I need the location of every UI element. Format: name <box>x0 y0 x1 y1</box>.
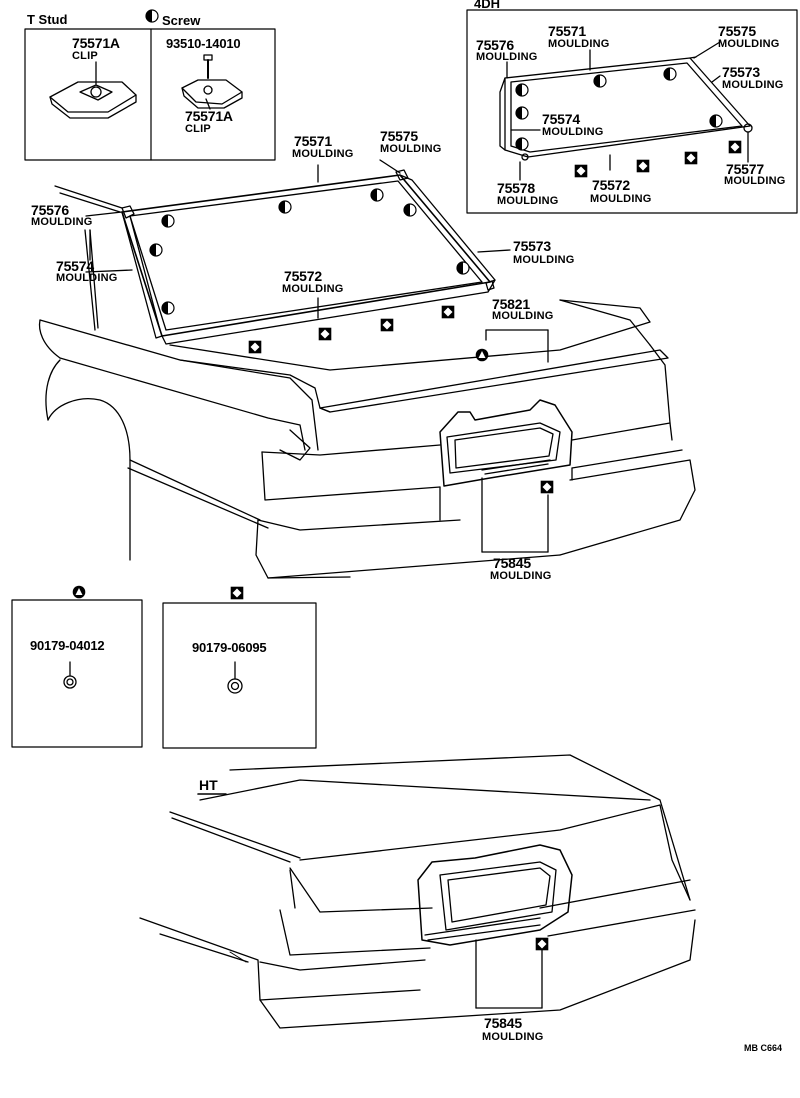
4dh-label-75572-number: 75572 <box>592 177 630 193</box>
half-circle-icon <box>370 188 384 202</box>
main-label-75572-number: 75572 <box>284 268 322 284</box>
4dh-label-75577-name: MOULDING <box>724 175 786 187</box>
4dh-label-75577-number: 75577 <box>726 161 764 177</box>
4dh-label-75571-name: MOULDING <box>548 38 610 50</box>
main-label-75571-number: 75571 <box>294 133 332 149</box>
diamond-in-square-icon <box>248 340 262 354</box>
4dh-label-75575-number: 75575 <box>718 23 756 39</box>
4dh-label-75576-name: MOULDING <box>476 51 538 63</box>
diamond-in-square-icon <box>380 318 394 332</box>
diamond-in-square-icon <box>636 159 650 173</box>
4dh-label-75573-name: MOULDING <box>722 79 784 91</box>
main-label-75574-number: 75574 <box>56 258 94 274</box>
half-circle-icon <box>403 203 417 217</box>
4dh-label-75572-name: MOULDING <box>590 193 652 205</box>
4dh-label-75578-number: 75578 <box>497 180 535 196</box>
4dh-label-75574-number: 75574 <box>542 111 580 127</box>
half-circle-icon <box>456 261 470 275</box>
4dh-label-75575-name: MOULDING <box>718 38 780 50</box>
main-label-75573-name: MOULDING <box>513 254 575 266</box>
main-label-75845-name: MOULDING <box>490 570 552 582</box>
diamond-in-square-icon <box>540 480 554 494</box>
tstud-title: T Stud <box>27 12 68 27</box>
ht-label-75845-name: MOULDING <box>482 1031 544 1043</box>
screw-title: Screw <box>162 13 201 28</box>
inset-4dh-title: 4DH <box>474 0 501 11</box>
screw-clip-part-number: 75571A <box>185 108 233 124</box>
main-label-75821-name: MOULDING <box>492 310 554 322</box>
half-circle-icon <box>278 200 292 214</box>
half-circle-icon <box>161 214 175 228</box>
diamond-in-square-icon <box>574 164 588 178</box>
diamond-in-square-icon <box>230 586 244 600</box>
ht-label-75845-number: 75845 <box>484 1015 522 1031</box>
half-circle-icon <box>515 137 529 151</box>
triangle-in-circle-icon <box>72 585 86 599</box>
screw-part-number: 93510-14010 <box>166 36 241 51</box>
main-label-75576-number: 75576 <box>31 202 69 218</box>
main-label-75573-number: 75573 <box>513 238 551 254</box>
half-circle-icon <box>149 243 163 257</box>
4dh-label-75573-number: 75573 <box>722 64 760 80</box>
main-label-75575-number: 75575 <box>380 128 418 144</box>
diagram-code: MB C664 <box>744 1043 783 1053</box>
main-label-75574-name: MOULDING <box>56 272 118 284</box>
tstud-part-name: CLIP <box>72 50 98 62</box>
4dh-label-75578-name: MOULDING <box>497 195 559 207</box>
tstud-part-number: 75571A <box>72 35 120 51</box>
half-circle-icon <box>663 67 677 81</box>
main-label-75571-name: MOULDING <box>292 148 354 160</box>
fastener-diamond-part: 90179-06095 <box>192 640 267 655</box>
diamond-in-square-icon <box>728 140 742 154</box>
half-circle-icon <box>709 114 723 128</box>
4dh-label-75576-number: 75576 <box>476 37 514 53</box>
4dh-label-75574-name: MOULDING <box>542 126 604 138</box>
clip-90179-06095-drawing <box>227 661 243 694</box>
screw-clip-part-name: CLIP <box>185 123 211 135</box>
triangle-in-circle-icon <box>475 348 489 362</box>
half-circle-icon <box>593 74 607 88</box>
main-label-75572-name: MOULDING <box>282 283 344 295</box>
4dh-label-75571-number: 75571 <box>548 23 586 39</box>
fastener-triangle-part: 90179-04012 <box>30 638 105 653</box>
half-circle-icon <box>515 83 529 97</box>
half-circle-icon <box>161 301 175 315</box>
main-label-75845-number: 75845 <box>493 555 531 571</box>
clip-90179-04012-drawing <box>63 661 77 689</box>
main-label-75821-number: 75821 <box>492 296 530 312</box>
half-circle-icon <box>145 9 159 23</box>
diamond-in-square-icon <box>441 305 455 319</box>
diamond-in-square-icon <box>684 151 698 165</box>
diamond-in-square-icon <box>535 937 549 951</box>
ht-title: HT <box>199 777 218 793</box>
main-label-75576-name: MOULDING <box>31 216 93 228</box>
half-circle-icon <box>515 106 529 120</box>
diamond-in-square-icon <box>318 327 332 341</box>
main-label-75575-name: MOULDING <box>380 143 442 155</box>
